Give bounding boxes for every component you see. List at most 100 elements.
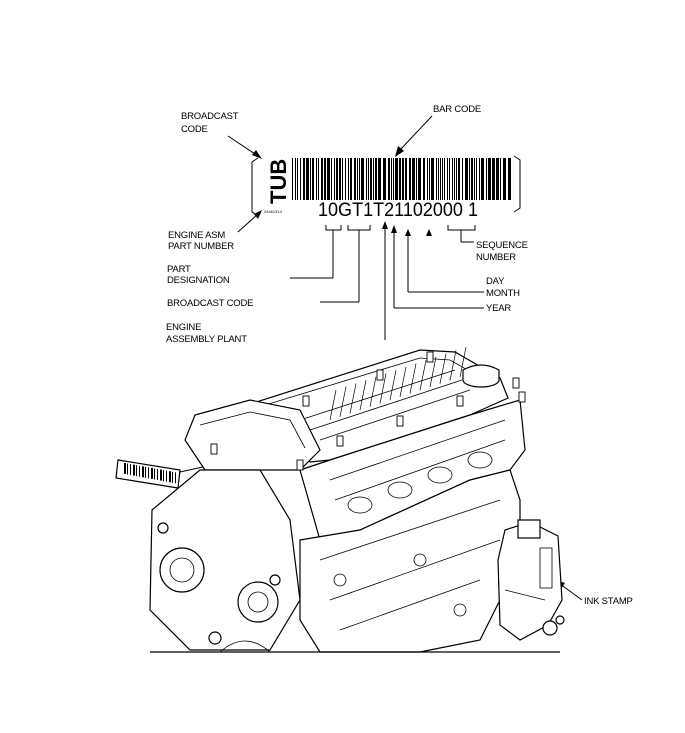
- engine-asm-label-2: PART NUMBER: [168, 241, 234, 252]
- barcode-bar: [391, 158, 392, 200]
- cover-fin: [369, 376, 377, 407]
- small-barcode-bar: [157, 469, 158, 481]
- cover-fin: [459, 347, 467, 378]
- barcode-bar: [409, 158, 411, 200]
- barcode-bar: [399, 158, 401, 200]
- cover-fin: [419, 360, 427, 391]
- barcode-bar: [357, 158, 358, 200]
- sequence-label: SEQUENCE: [476, 240, 528, 251]
- barcode-bar: [436, 158, 437, 200]
- bolt: [302, 395, 310, 407]
- barcode-bar: [295, 158, 296, 200]
- cover-fin: [439, 353, 447, 384]
- small-barcode-bar: [163, 470, 164, 482]
- bar-code-label: BAR CODE: [433, 104, 481, 115]
- small-barcode-bar: [169, 471, 171, 483]
- tag-left-bracket: [251, 157, 259, 217]
- cover-fin: [349, 383, 357, 414]
- barcode-bar: [500, 158, 501, 200]
- ink-stamp-leader: [559, 583, 583, 601]
- broadcast-code-top-label: BROADCAST: [181, 111, 239, 122]
- year-label: YEAR: [486, 303, 511, 314]
- barcode-bar: [303, 158, 305, 200]
- cover-fin: [339, 386, 347, 417]
- barcode-bar: [447, 158, 448, 200]
- ink-stamp-label: INK STAMP: [584, 596, 633, 607]
- code-brackets: [290, 221, 484, 340]
- tag-right-bracket: [513, 155, 521, 213]
- small-barcode-bar: [136, 465, 137, 477]
- barcode-bar: [366, 158, 367, 200]
- barcode-bar: [423, 158, 425, 200]
- barcode-bar: [361, 158, 364, 200]
- barcode-bar: [431, 158, 434, 200]
- engine-asm-leader: [237, 213, 259, 233]
- barcode-bar: [465, 158, 468, 200]
- broadcast-code-top-label-2: CODE: [181, 124, 208, 135]
- barcode-bar: [306, 158, 309, 200]
- barcode-bar: [492, 158, 495, 200]
- barcode-bar: [321, 158, 323, 200]
- barcode-bar: [416, 158, 417, 200]
- cover-fin: [399, 366, 407, 397]
- cover-fin: [449, 350, 457, 381]
- barcode-bar: [331, 158, 332, 200]
- barcode-bar: [327, 158, 330, 200]
- cover-fin: [409, 363, 417, 394]
- cover-fin: [429, 356, 437, 388]
- barcode-bar: [496, 158, 499, 200]
- barcode-bar: [481, 158, 484, 200]
- barcode-bar: [442, 158, 443, 200]
- barcode-bar: [324, 158, 326, 200]
- barcode-bar: [503, 158, 506, 200]
- small-barcode-bar: [175, 472, 176, 484]
- serial-code: 10GT1T21102000 1: [318, 200, 478, 221]
- barcode-bar: [334, 158, 335, 200]
- bolt: [396, 415, 404, 427]
- barcode-bar: [438, 158, 439, 200]
- barcode-bar: [418, 158, 421, 200]
- barcode-bar: [508, 158, 511, 200]
- arrow-head: [252, 150, 262, 159]
- barcode-bar: [348, 158, 349, 200]
- barcode-bar: [375, 158, 377, 200]
- barcode-bar: [479, 158, 480, 200]
- engine-asm-label: ENGINE ASM: [168, 230, 225, 241]
- small-barcode-bar: [172, 471, 173, 483]
- barcode-bar: [370, 158, 372, 200]
- barcode-bar: [452, 158, 453, 200]
- barcode-bar: [318, 158, 319, 200]
- bolt: [426, 351, 434, 363]
- broadcast-letters: TUB: [266, 159, 291, 204]
- barcode-bar: [429, 158, 430, 200]
- broadcast-code-label: BROADCAST CODE: [167, 298, 253, 309]
- bolt: [518, 391, 526, 403]
- barcode-bar: [476, 158, 477, 200]
- engine-illustration: [115, 347, 565, 653]
- barcode-bar: [427, 158, 428, 200]
- small-part-number: 24461314: [264, 209, 283, 214]
- small-barcode-bar: [142, 466, 144, 478]
- barcode-bar: [312, 158, 314, 200]
- cover-fin: [359, 380, 367, 411]
- bolt: [296, 459, 304, 471]
- part-designation-label: PART: [167, 264, 191, 275]
- bolt: [210, 443, 218, 455]
- barcode-bar: [456, 158, 457, 200]
- engine-plant-label: ENGINE: [166, 322, 201, 333]
- barcode-bar: [378, 158, 381, 200]
- barcode-bar: [359, 158, 360, 200]
- engine-label-patch: [115, 459, 181, 489]
- barcode-bar: [474, 158, 475, 200]
- barcode-bar: [336, 158, 338, 200]
- small-barcode-bar: [127, 463, 128, 475]
- engine-plant-label-2: ASSEMBLY PLANT: [166, 334, 247, 345]
- small-barcode-bar: [130, 464, 131, 476]
- bolt: [456, 395, 464, 407]
- barcode-bar: [316, 158, 317, 200]
- barcode-bar: [488, 158, 491, 200]
- barcode-bar: [395, 158, 398, 200]
- part-designation-label-2: DESIGNATION: [167, 275, 230, 286]
- cover-fin: [379, 373, 387, 404]
- sequence-label-2: NUMBER: [476, 252, 516, 263]
